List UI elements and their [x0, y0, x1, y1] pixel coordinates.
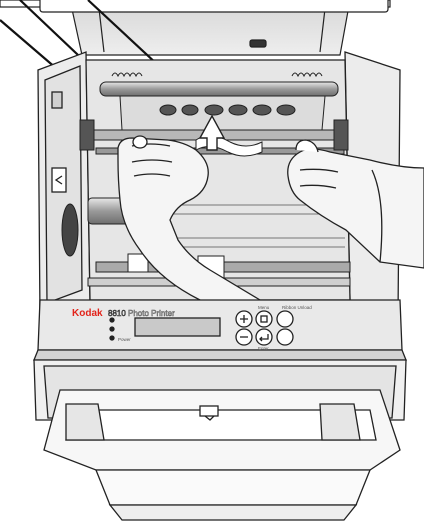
paper-tray: [33, 359, 407, 521]
brand-logo-text: Kodak: [72, 308, 103, 319]
menu-label: Menu: [258, 305, 270, 310]
open-lid: [0, 0, 391, 56]
model-number: 8810: [108, 309, 126, 318]
left-hand: [117, 135, 262, 323]
power-label: Power: [118, 337, 131, 342]
ribbon-arrow: [195, 114, 263, 157]
control-panel: [33, 299, 407, 361]
right-hand: [287, 139, 424, 269]
ribbon-unload-label: Ribbon Unload: [282, 305, 312, 310]
model-name: Photo Printer: [128, 309, 175, 318]
enter-label: Enter: [258, 346, 269, 351]
